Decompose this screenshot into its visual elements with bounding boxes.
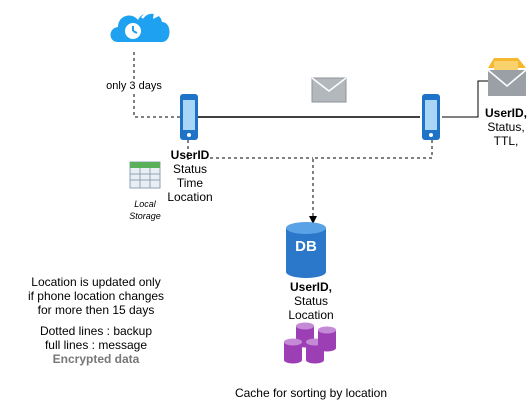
cache-label: Cache for sorting by location [234, 386, 388, 400]
connectors [133, 52, 488, 224]
legend-note: Dotted lines : backup full lines : messa… [8, 324, 184, 366]
backup-line-db [309, 140, 433, 224]
mail-inbox-icon [487, 58, 527, 96]
db-userid: UserID, [289, 280, 333, 294]
db-label: UserID, Status Location [276, 280, 346, 322]
left-phone-time: Time [176, 176, 204, 190]
legend-full: full lines : message [44, 338, 148, 352]
database-icon [286, 222, 326, 278]
cloud-retention-label: only 3 days [100, 80, 168, 93]
cache-cylinders-icon [284, 322, 336, 364]
message-line-right [442, 80, 488, 118]
local-storage-line1: Local [134, 199, 156, 209]
left-phone-status: Status [172, 162, 208, 176]
location-rule-line2: if phone location changes [27, 289, 165, 303]
location-rule-note: Location is updated only if phone locati… [8, 275, 184, 317]
right-phone-status: Status, [487, 120, 525, 134]
table-icon [129, 161, 161, 189]
location-rule-line1: Location is updated only [31, 275, 161, 289]
legend-dotted: Dotted lines : backup [39, 324, 153, 338]
db-icon-text: DB [295, 238, 317, 255]
legend-encrypted: Encrypted data [52, 352, 140, 366]
local-storage-label: Local Storage [120, 198, 170, 222]
right-phone-ttl: TTL, [493, 134, 519, 148]
envelope-icon [311, 77, 347, 103]
right-phone-label: UserID, Status, TTL, [482, 106, 530, 148]
right-phone-userid: UserID, [484, 106, 528, 120]
cloud-clock-icon [110, 11, 170, 42]
location-rule-line3: for more then 15 days [37, 303, 155, 317]
local-storage-line2: Storage [129, 211, 161, 221]
left-phone-icon [180, 94, 198, 140]
left-phone-userid: UserID [170, 148, 210, 162]
left-phone-location: Location [167, 190, 213, 204]
db-location: Location [288, 308, 334, 322]
left-phone-label: UserID Status Time Location [160, 148, 220, 204]
right-phone-icon [422, 94, 440, 140]
db-status: Status [293, 294, 329, 308]
